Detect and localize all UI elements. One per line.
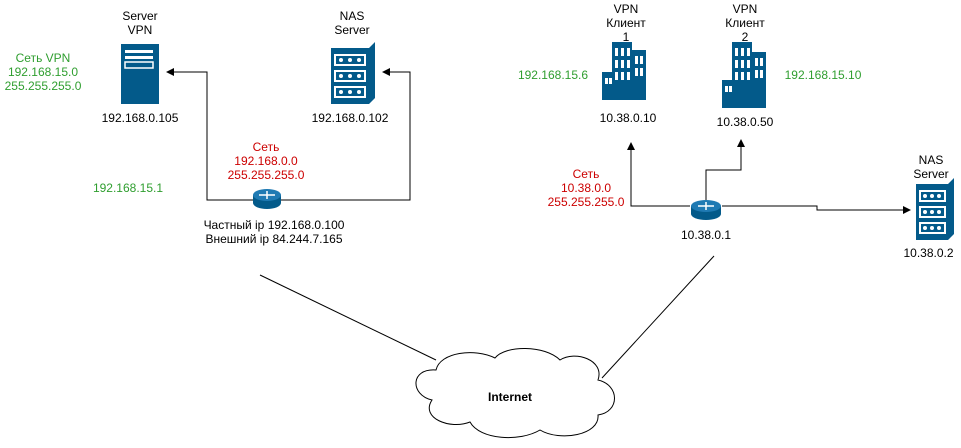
link-router-to-nas-right [722, 205, 911, 214]
vpn-network-mask: 255.255.255.0 [4, 79, 82, 93]
nas-right-title-line2: Server [913, 167, 949, 181]
client1-ip: 10.38.0.10 [599, 111, 657, 125]
left-lan-addr: 192.168.0.0 [234, 154, 298, 168]
nas-right-ip: 10.38.0.2 [903, 246, 954, 260]
nas-server-icon-right [916, 178, 954, 240]
server-vpn-title-line1: Server [122, 9, 158, 23]
router-vpn-ip: 192.168.15.1 [92, 181, 164, 195]
nas-left-ip: 192.168.0.102 [311, 111, 389, 125]
client2-title-line2: Клиент [725, 16, 765, 30]
nas-left-title: NAS Server [322, 9, 382, 37]
client1-vpn-ip: 192.168.15.6 [517, 68, 589, 82]
client2-vpn-ip: 192.168.15.10 [784, 68, 862, 82]
nas-left-title-line1: NAS [339, 9, 365, 23]
link-router-left-to-internet [259, 274, 437, 361]
vpn-client-1-building-icon [602, 42, 646, 100]
server-vpn-title-line2: VPN [127, 23, 153, 37]
link-router-to-nas-left [281, 68, 411, 201]
link-router-to-client2 [705, 139, 745, 200]
nas-left-title-line2: Server [334, 23, 370, 37]
left-lan-title: Сеть [252, 140, 280, 154]
left-router-private-ip: Частный ip 192.168.0.100 [203, 218, 345, 232]
vpn-network-addr: 192.168.15.0 [7, 65, 79, 79]
right-lan-title: Сеть [572, 167, 600, 181]
link-router-right-to-internet [601, 255, 715, 379]
client1-title-line3: 1 [622, 30, 630, 44]
nas-right-title: NAS Server [901, 153, 961, 181]
nas-right-title-line1: NAS [918, 153, 944, 167]
router-icon-right [691, 200, 721, 220]
server-vpn-icon [121, 44, 159, 104]
link-router-to-server-vpn [166, 68, 253, 201]
client2-title-line1: VPN [732, 2, 758, 16]
client1-title-line1: VPN [613, 2, 639, 16]
client2-ip: 10.38.0.50 [716, 115, 774, 129]
vpn-network-label: Сеть VPN 192.168.15.0 255.255.255.0 [0, 51, 86, 93]
right-lan-mask: 255.255.255.0 [547, 195, 625, 209]
client2-title-line3: 2 [741, 30, 749, 44]
link-router-to-client1 [627, 142, 690, 207]
client1-title: VPN Клиент 1 [596, 2, 656, 44]
right-lan-label: Сеть 10.38.0.0 255.255.255.0 [534, 167, 638, 209]
left-router-public-ip: Внешний ip 84.244.7.165 [205, 232, 343, 246]
right-lan-addr: 10.38.0.0 [560, 181, 612, 195]
client1-title-line2: Клиент [606, 16, 646, 30]
internet-cloud-icon [415, 348, 615, 439]
internet-label: Internet [487, 390, 532, 404]
nas-server-icon-left [331, 42, 375, 104]
left-lan-mask: 255.255.255.0 [227, 168, 305, 182]
vpn-client-2-building-icon [722, 42, 766, 108]
right-router-ip: 10.38.0.1 [680, 228, 732, 242]
server-vpn-ip: 192.168.0.105 [101, 111, 179, 125]
client2-title: VPN Клиент 2 [715, 2, 775, 44]
left-router-label: Частный ip 192.168.0.100 Внешний ip 84.2… [186, 218, 362, 246]
left-lan-label: Сеть 192.168.0.0 255.255.255.0 [214, 140, 318, 182]
router-icon-left [253, 189, 281, 209]
server-vpn-title: Server VPN [110, 9, 170, 37]
vpn-network-title: Сеть VPN [15, 51, 71, 65]
